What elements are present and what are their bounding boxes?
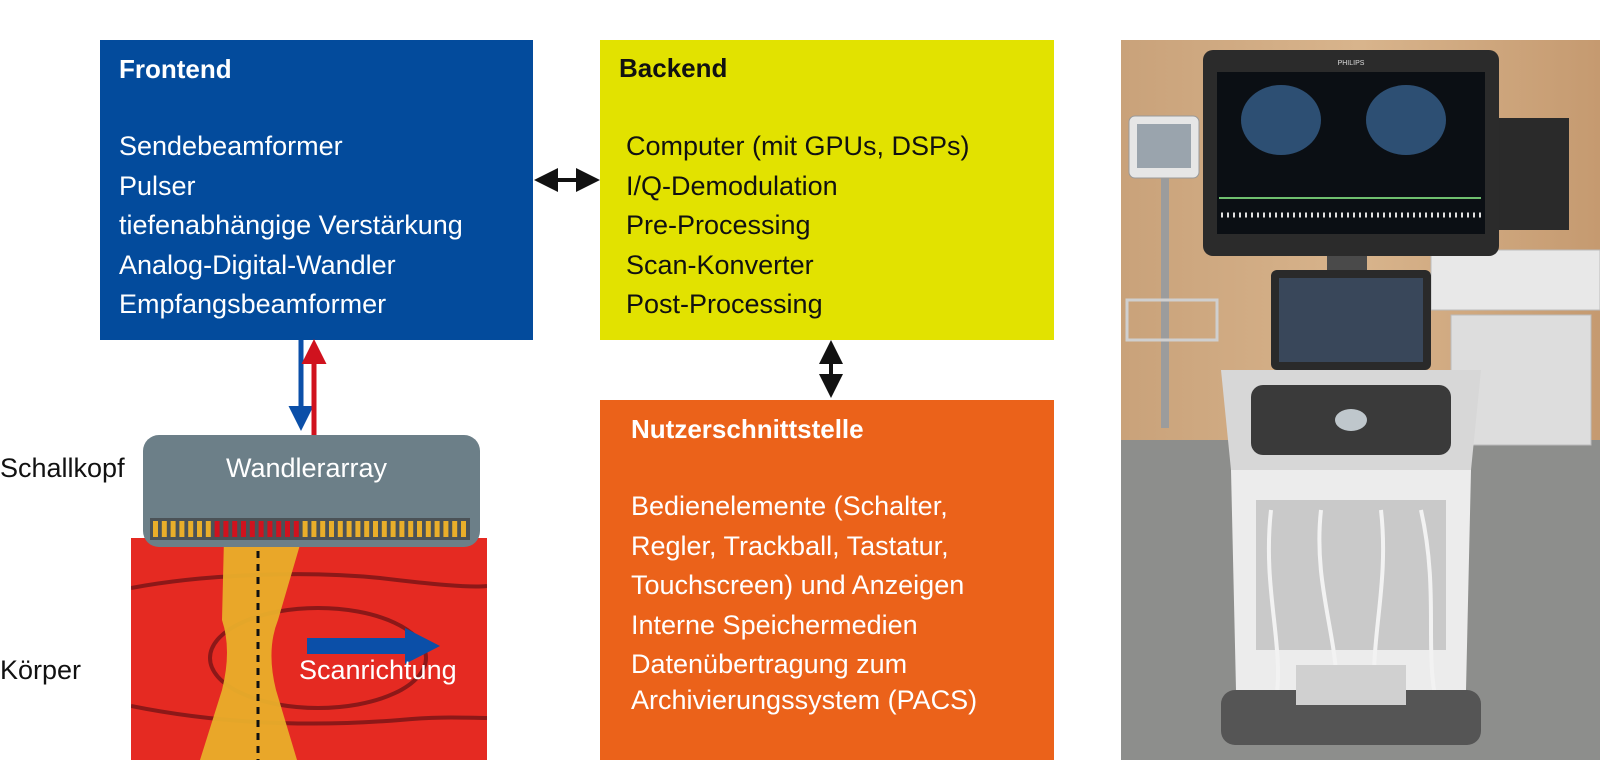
backend-item: Computer (mit GPUs, DSPs) — [626, 131, 970, 161]
transducer-element — [452, 521, 458, 537]
transducer-element — [232, 521, 238, 537]
ui-title: Nutzerschnittstelle — [631, 414, 864, 444]
transducer-elements — [153, 521, 466, 537]
tissue-layer-line — [131, 572, 487, 590]
probe-head-label: Schallkopf — [0, 453, 125, 483]
transducer-element — [188, 521, 194, 537]
transducer-element — [425, 521, 431, 537]
transducer-element — [417, 521, 422, 537]
transducer-element — [329, 521, 334, 537]
backend-title: Backend — [619, 53, 728, 83]
transducer-element — [258, 521, 264, 537]
transducer-element — [443, 521, 449, 537]
transducer-element — [179, 521, 185, 537]
frontend-item: Sendebeamformer — [119, 131, 343, 161]
transducer-element — [153, 521, 158, 537]
frontend-box: Frontend Sendebeamformer Pulser tiefenab… — [100, 40, 533, 340]
transducer-element — [337, 521, 343, 537]
transducer-element — [311, 521, 317, 537]
transducer-element — [434, 521, 440, 537]
transducer-element — [320, 521, 326, 537]
transducer-element — [249, 521, 255, 537]
backend-box: Backend Computer (mit GPUs, DSPs) I/Q-De… — [600, 40, 1054, 340]
transducer-element — [285, 521, 290, 537]
user-interface-box: Nutzerschnittstelle Bedienelemente (Scha… — [600, 400, 1054, 760]
body-label: Körper — [0, 655, 82, 685]
backend-item: I/Q-Demodulation — [626, 171, 838, 201]
ultrasound-machine-photo: PHILIPS — [1121, 40, 1600, 760]
transducer-element — [390, 521, 396, 537]
transducer-element — [408, 521, 414, 537]
tissue-structure — [208, 606, 428, 710]
transducer-array-base — [150, 518, 470, 540]
cart-base — [1221, 690, 1481, 745]
trackball — [1335, 409, 1367, 431]
transducer-element — [197, 521, 202, 537]
ui-item: Regler, Trackball, Tastatur, — [631, 531, 949, 561]
transducer-element — [241, 521, 246, 537]
transducer-element — [355, 521, 361, 537]
ui-item: Datenübertragung zum — [631, 649, 908, 679]
frontend-item: Empfangsbeamformer — [119, 289, 387, 319]
backend-item: Scan-Konverter — [626, 250, 814, 280]
ui-item: Archivierungssystem (PACS) — [631, 685, 978, 715]
transducer-element — [399, 521, 405, 537]
tissue-layer-line — [131, 704, 487, 726]
transducer-element — [267, 521, 273, 537]
ui-item: Interne Speichermedien — [631, 610, 918, 640]
ui-item: Touchscreen) und Anzeigen — [631, 570, 965, 600]
transducer-element — [293, 521, 299, 537]
transducer-element — [302, 521, 308, 537]
transducer-element — [161, 521, 167, 537]
array-label: Wandlerarray — [226, 453, 388, 483]
transducer-element — [346, 521, 352, 537]
frontend-title: Frontend — [119, 54, 232, 84]
monitor-brand: PHILIPS — [1338, 60, 1365, 67]
ui-item: Bedienelemente (Schalter, — [631, 491, 948, 521]
transducer-element — [223, 521, 229, 537]
scan-direction-label: Scanrichtung — [299, 655, 457, 685]
transducer-element — [170, 521, 176, 537]
transducer-element — [205, 521, 211, 537]
background-screen — [1489, 118, 1569, 230]
transducer-element — [214, 521, 220, 537]
scan-direction-arrow — [307, 628, 440, 664]
frontend-item: Analog-Digital-Wandler — [119, 250, 396, 280]
backend-item: Pre-Processing — [626, 210, 811, 240]
transducer-element — [461, 521, 466, 537]
frontend-item: tiefenabhängige Verstärkung — [119, 210, 463, 240]
ultrasound-beam — [200, 538, 302, 760]
transducer-element — [381, 521, 387, 537]
transducer-element — [373, 521, 378, 537]
transducer-element — [276, 521, 282, 537]
frontend-item: Pulser — [119, 171, 196, 201]
backend-item: Post-Processing — [626, 289, 823, 319]
transducer-element — [364, 521, 370, 537]
